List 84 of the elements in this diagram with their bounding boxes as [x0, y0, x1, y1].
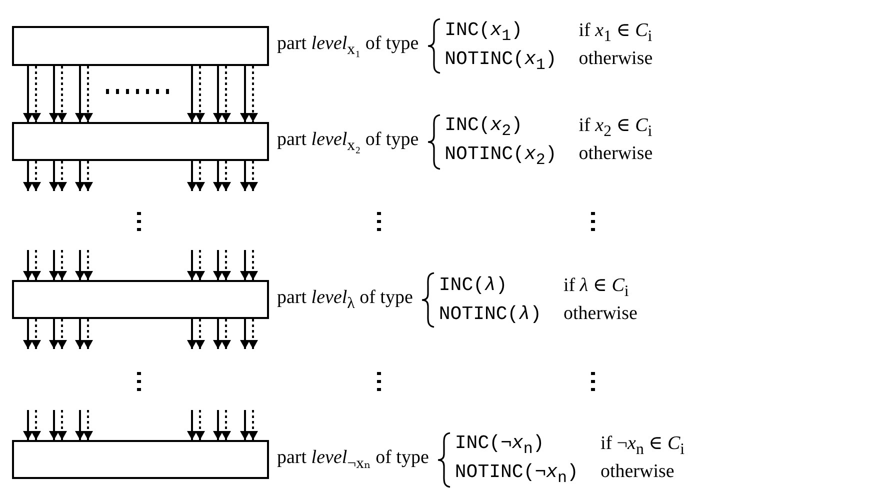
dotted-arrow	[221, 410, 231, 440]
part-caption: part level$_{x₁}$ of type	[277, 33, 419, 59]
arrow	[240, 66, 250, 122]
dotted-arrow	[57, 66, 67, 122]
arrow	[49, 410, 59, 440]
part-caption: part level$_{λ}$ of type	[277, 286, 413, 312]
dotted-arrow	[31, 250, 41, 280]
arrow	[23, 161, 33, 191]
dotted-arrow	[248, 250, 258, 280]
arrow	[23, 250, 33, 280]
dotted-arrow	[83, 250, 93, 280]
dotted-arrow	[221, 161, 231, 191]
dotted-arrow	[221, 319, 231, 349]
case-value: INC(λ)	[438, 274, 508, 298]
case-condition: if ¬x$_{n}$ ∈ C$_{i}$	[600, 432, 685, 459]
case-value: NOTINC(¬x$_{n}$)	[454, 461, 578, 487]
arrow	[240, 410, 250, 440]
arrow	[187, 319, 197, 349]
dotted-arrow	[31, 410, 41, 440]
dotted-arrow	[31, 319, 41, 349]
dotted-arrow	[221, 250, 231, 280]
case-value: NOTINC(λ)	[438, 302, 542, 325]
case-condition: otherwise	[578, 143, 653, 166]
dotted-arrow	[248, 319, 258, 349]
dotted-arrow	[83, 161, 93, 191]
arrow	[75, 319, 85, 349]
case-value: NOTINC(x$_{1}$)	[444, 48, 557, 74]
dotted-arrow	[248, 66, 258, 122]
arrow	[240, 250, 250, 280]
case-value: NOTINC(x$_{2}$)	[444, 143, 557, 169]
arrow	[75, 410, 85, 440]
case-condition: if λ ∈ C$_{i}$	[564, 274, 630, 301]
case-condition: if x$_{1}$ ∈ C$_{i}$	[578, 18, 653, 46]
empty-box	[12, 280, 269, 319]
arrow	[23, 319, 33, 349]
dotted-arrow	[57, 319, 67, 349]
empty-box	[12, 26, 269, 66]
dotted-arrow	[57, 161, 67, 191]
dotted-arrow	[248, 410, 258, 440]
arrow	[49, 319, 59, 349]
arrow	[240, 319, 250, 349]
arrow	[187, 250, 197, 280]
case-condition: otherwise	[564, 302, 638, 325]
dotted-arrow	[195, 250, 205, 280]
dotted-arrow	[83, 319, 93, 349]
case-condition: if x$_{2}$ ∈ C$_{i}$	[578, 114, 653, 141]
dotted-arrow	[195, 319, 205, 349]
dotted-arrow	[195, 161, 205, 191]
case-value: INC(¬x$_{n}$)	[454, 432, 546, 459]
arrow	[75, 66, 85, 122]
dotted-arrow	[57, 410, 67, 440]
case-condition: otherwise	[578, 48, 653, 70]
part-caption: part level$_{x₂}$ of type	[277, 128, 419, 154]
arrow	[49, 161, 59, 191]
dotted-arrow	[31, 66, 41, 122]
arrow	[75, 250, 85, 280]
arrow	[23, 410, 33, 440]
dotted-arrow	[31, 161, 41, 191]
arrow	[23, 66, 33, 122]
arrow	[213, 161, 223, 191]
dotted-arrow	[195, 66, 205, 122]
arrow	[49, 250, 59, 280]
arrow	[213, 319, 223, 349]
arrow	[75, 161, 85, 191]
arrow	[187, 66, 197, 122]
dotted-arrow	[248, 161, 258, 191]
part-caption: part level$_{¬xₙ}$ of type	[277, 446, 429, 472]
arrow	[49, 66, 59, 122]
dotted-arrow	[83, 66, 93, 122]
dotted-arrow	[57, 250, 67, 280]
arrow	[213, 410, 223, 440]
empty-box	[12, 440, 269, 479]
case-condition: otherwise	[600, 461, 676, 484]
arrow	[213, 250, 223, 280]
dotted-arrow	[195, 410, 205, 440]
arrow	[187, 161, 197, 191]
arrow	[187, 410, 197, 440]
arrow	[213, 66, 223, 122]
dotted-arrow	[83, 410, 93, 440]
empty-box	[12, 122, 269, 161]
arrow	[240, 161, 250, 191]
case-value: INC(x$_{2}$)	[444, 114, 524, 141]
case-value: INC(x$_{1}$)	[444, 18, 524, 46]
dotted-arrow	[221, 66, 231, 122]
